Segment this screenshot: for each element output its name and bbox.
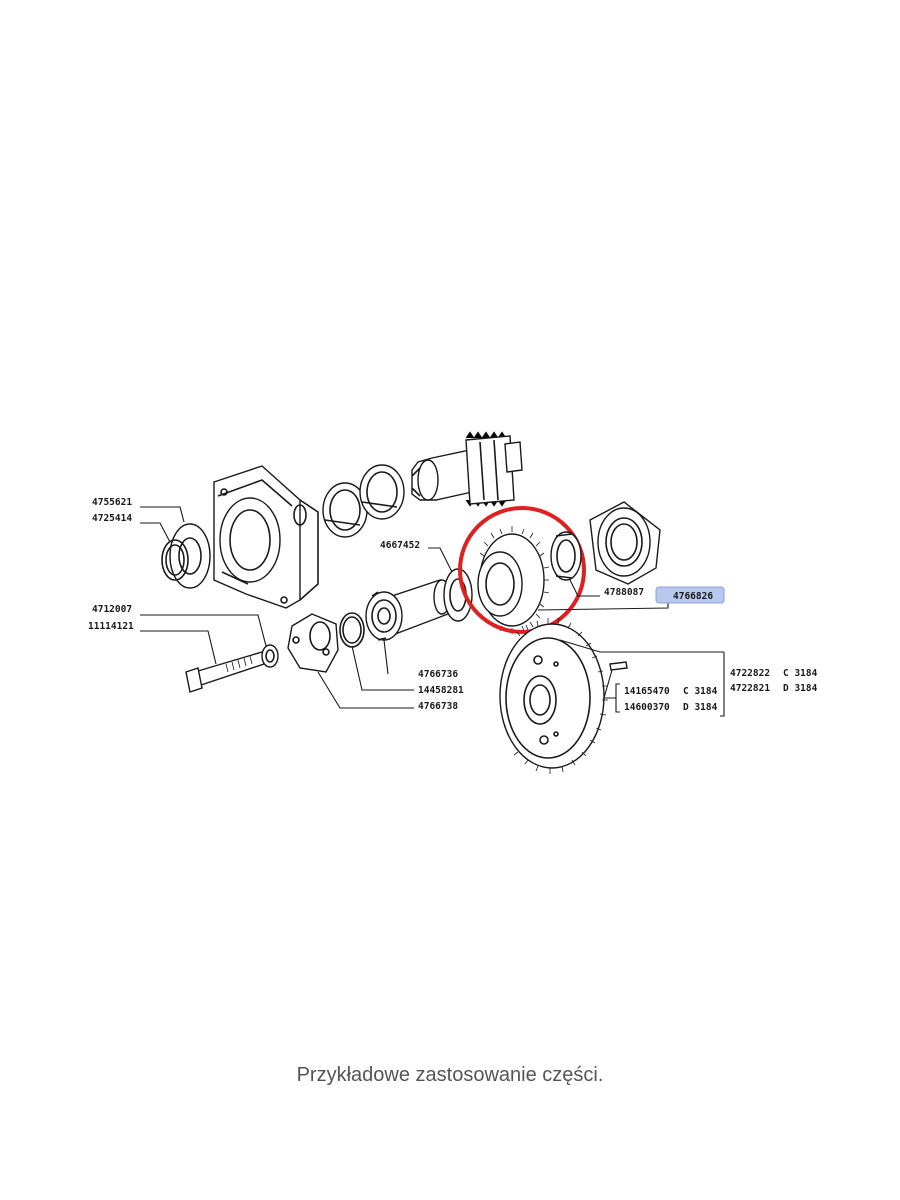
dowel-pin-drawing bbox=[609, 661, 628, 671]
housing-flange-drawing bbox=[213, 465, 319, 609]
label-4766736: 4766736 bbox=[418, 669, 458, 680]
bearing-shell-right bbox=[359, 464, 405, 520]
drive-gear-drawing bbox=[499, 617, 608, 774]
label-4755621: 4755621 bbox=[92, 497, 132, 508]
label-4667452: 4667452 bbox=[380, 540, 420, 551]
leader-lines bbox=[140, 506, 725, 717]
label-4766826[interactable]: 4766826 bbox=[673, 591, 713, 602]
thrust-washer-drawing bbox=[169, 523, 211, 589]
spacer-washer-drawing bbox=[443, 568, 473, 622]
selected-part-badge[interactable]: 4766826 bbox=[655, 586, 725, 604]
highlight-circle bbox=[458, 506, 586, 634]
label-14458281: 14458281 bbox=[418, 685, 464, 696]
label-14165470: 14165470 bbox=[624, 686, 670, 697]
label-11114121: 11114121 bbox=[88, 621, 134, 632]
label-4712007: 4712007 bbox=[92, 604, 132, 615]
label-4722821-variant: D 3184 bbox=[783, 683, 818, 694]
label-4788087: 4788087 bbox=[604, 587, 644, 598]
selected-part-highlight bbox=[655, 586, 725, 604]
label-4766738: 4766738 bbox=[418, 701, 458, 712]
label-4722821: 4722821 bbox=[730, 683, 770, 694]
label-14600370-variant: D 3184 bbox=[683, 702, 718, 713]
snap-ring-drawing bbox=[161, 539, 189, 581]
bolt-washer-drawing bbox=[261, 644, 279, 668]
image-caption: Przykładowe zastosowanie części. bbox=[296, 1064, 604, 1086]
eccentric-support-drawing bbox=[287, 613, 339, 673]
label-14165470-variant: C 3184 bbox=[683, 686, 718, 697]
idler-pin-drawing bbox=[365, 579, 451, 641]
bolt-drawing bbox=[185, 651, 265, 693]
idler-gear-drawing bbox=[477, 526, 550, 634]
bushing-drawing bbox=[550, 531, 582, 581]
label-14600370: 14600370 bbox=[624, 702, 670, 713]
label-4725414: 4725414 bbox=[92, 513, 132, 524]
label-4722822: 4722822 bbox=[730, 668, 770, 679]
o-ring-drawing bbox=[339, 612, 365, 648]
label-4722822-variant: C 3184 bbox=[783, 668, 818, 679]
camshaft-drawing bbox=[411, 431, 523, 507]
oil-seal-drawing bbox=[589, 501, 661, 585]
